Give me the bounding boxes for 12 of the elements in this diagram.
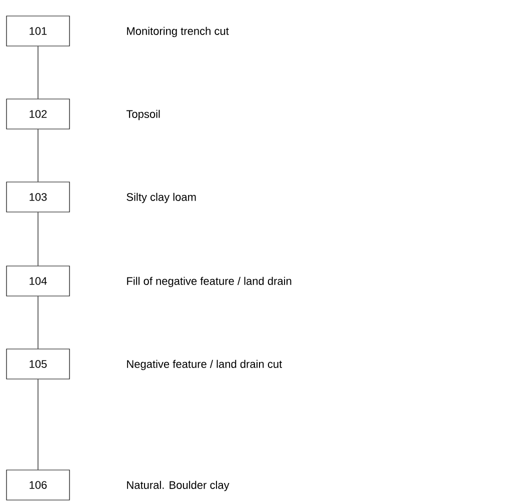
step-description: Natural. Boulder clay (127, 480, 230, 492)
step-box: 101 (6, 16, 70, 46)
step-description: Topsoil (126, 110, 160, 120)
step-box: 102 (6, 98, 70, 130)
step-description: Silty clay loam (126, 192, 196, 204)
step-box: 105 (6, 348, 70, 380)
step-description: Fill of negative feature / land drain (127, 276, 292, 288)
step-description: Negative feature / land drain cut (127, 360, 282, 370)
step-box: 104 (6, 266, 70, 296)
step-box: 106 (6, 470, 70, 500)
step-description: Monitoring trench cut (127, 26, 229, 38)
step-box: 103 (6, 182, 70, 212)
